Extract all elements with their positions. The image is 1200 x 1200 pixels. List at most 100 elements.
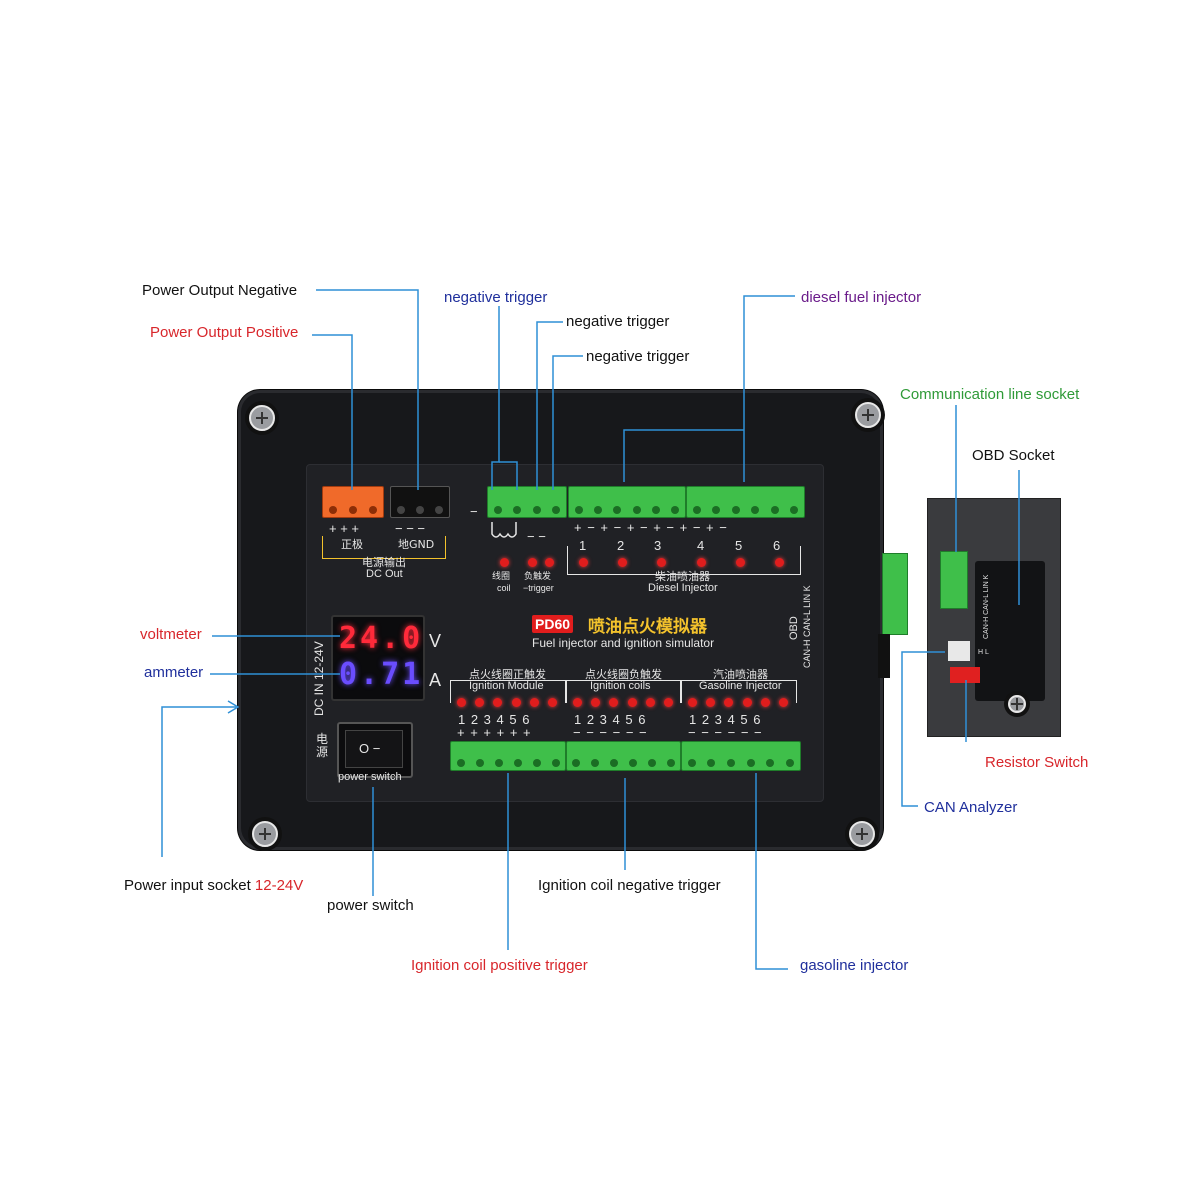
screw-icon: [249, 405, 275, 431]
gasoline-label: Gasoline Injector: [699, 680, 782, 692]
diesel-leds: [579, 558, 784, 567]
neg-trigger-label: −trigger: [523, 583, 554, 593]
diesel-number-4: 4: [697, 538, 705, 553]
title-cn: 喷油点火模拟器: [588, 617, 707, 637]
ignition-coils-terminal[interactable]: [566, 741, 681, 771]
trigger-minus-sign: −: [470, 504, 478, 519]
ignition-module-terminal[interactable]: [450, 741, 566, 771]
dc-out-cn-label: 电源输出: [362, 556, 406, 569]
leader-line: [901, 651, 945, 807]
power-switch[interactable]: O −: [337, 722, 413, 778]
resistor-switch[interactable]: [950, 667, 980, 683]
ignition-coils-polarity: − − − − − −: [573, 725, 647, 740]
screw-icon: [849, 821, 875, 847]
leader-line: [499, 461, 518, 490]
callout-gasoline-injector: gasoline injector: [800, 957, 909, 974]
leader-line: [161, 706, 236, 857]
gasoline-polarity: − − − − − −: [688, 725, 762, 740]
coil-cn-label: 线圈: [492, 572, 511, 582]
gasoline-numbers: 1 2 3 4 5 6: [689, 712, 761, 727]
arrow-right-icon: [227, 700, 240, 714]
screw-icon: [855, 402, 881, 428]
inset-resistor-marks: H L: [978, 649, 989, 656]
callout-negative-trigger-2: negative trigger: [566, 313, 670, 330]
current-readout: 0.71: [339, 657, 424, 692]
can-analyzer-connector[interactable]: [948, 641, 970, 661]
obd-socket[interactable]: [975, 561, 1045, 701]
callout-negative-trigger-1: negative trigger: [444, 289, 548, 306]
diesel-terminal-a[interactable]: [568, 486, 686, 518]
diesel-number-1: 1: [579, 538, 587, 553]
callout-power-switch: power switch: [327, 897, 414, 914]
callout-ammeter: ammeter: [144, 664, 204, 681]
leader-line: [536, 321, 563, 490]
title-en: Fuel injector and ignition simulator: [532, 636, 715, 650]
leader-line: [312, 334, 353, 490]
coil-symbol-icon: [491, 522, 517, 538]
callout-ignition-coil-positive-trigger: Ignition coil positive trigger: [411, 957, 588, 974]
ignition-module-numbers: 1 2 3 4 5 6: [458, 712, 530, 727]
gasoline-terminal[interactable]: [681, 741, 801, 771]
dc-out-positive-terminal[interactable]: [322, 486, 384, 518]
ignition-module-leds: [457, 698, 557, 707]
callout-communication-line-socket: Communication line socket: [900, 386, 1080, 403]
trigger-minus-signs: − −: [527, 529, 546, 544]
callout-diesel-fuel-injector: diesel fuel injector: [801, 289, 922, 306]
ignition-coils-bracket: [566, 680, 681, 703]
diesel-cn-label: 柴油喷油器: [655, 570, 710, 583]
ignition-coils-leds: [573, 698, 673, 707]
gasoline-bracket: [681, 680, 797, 703]
callout-power-input-socket: Power input socket 12-24V: [124, 878, 303, 893]
diesel-terminal-b[interactable]: [686, 486, 805, 518]
dc-out-negative-terminal[interactable]: [390, 486, 450, 518]
rocker-switch-icon[interactable]: O −: [345, 730, 403, 768]
diesel-number-2: 2: [617, 538, 625, 553]
diesel-bracket: [567, 546, 801, 575]
diesel-number-6: 6: [773, 538, 781, 553]
callout-negative-trigger-3: negative trigger: [586, 348, 690, 365]
neg-trigger-cn-label: 负触发: [524, 572, 552, 582]
dc-out-label: DC Out: [366, 568, 403, 580]
gasoline-leds: [688, 698, 788, 707]
power-cn-label: 电 源: [316, 732, 329, 760]
side-socket: [878, 634, 890, 678]
leader-line: [755, 773, 788, 970]
screw-icon: [252, 821, 278, 847]
callout-power-output-positive: Power Output Positive: [150, 324, 299, 341]
callout-can-analyzer: CAN Analyzer: [924, 799, 1018, 816]
callout-resistor-switch: Resistor Switch: [985, 754, 1089, 771]
voltage-readout: 24.0: [339, 621, 424, 656]
callout-voltmeter: voltmeter: [140, 626, 202, 643]
model-badge: PD60: [532, 615, 574, 633]
callout-power-output-negative: Power Output Negative: [142, 282, 298, 299]
ignition-coils-label: Ignition coils: [590, 680, 651, 692]
neg-trigger-led: [528, 558, 537, 567]
diesel-number-3: 3: [654, 538, 662, 553]
ignition-module-label: Ignition Module: [469, 680, 544, 692]
current-unit: A: [429, 670, 442, 690]
coil-label: coil: [497, 583, 511, 593]
ignition-coils-numbers: 1 2 3 4 5 6: [574, 712, 646, 727]
inset-communication-socket[interactable]: [940, 551, 968, 609]
power-switch-label: power switch: [338, 771, 402, 783]
leader-line: [316, 289, 419, 490]
gnd-label: 地GND: [398, 538, 435, 551]
positive-signs: + + +: [329, 521, 359, 536]
callout-power-input-range: 12-24V: [254, 877, 304, 894]
neg-trigger-led: [545, 558, 554, 567]
leader-line: [552, 355, 583, 490]
callout-power-input-text: Power input socket: [124, 877, 255, 894]
obd-inset-photo: CAN-H CAN-L LIN K H L: [927, 498, 1061, 737]
diesel-number-5: 5: [735, 538, 743, 553]
trigger-terminal[interactable]: [487, 486, 567, 518]
ignition-module-cn: 点火线圈正触发: [469, 668, 546, 681]
ignition-module-bracket: [450, 680, 566, 703]
leader-line: [491, 306, 500, 490]
switch-symbols: O −: [359, 741, 381, 756]
volt-amp-meter: 24.0 0.71: [331, 615, 425, 701]
positive-cn-label: 正极: [341, 538, 363, 551]
callout-ignition-coil-negative-trigger: Ignition coil negative trigger: [538, 877, 721, 894]
ignition-coils-cn: 点火线圈负触发: [585, 668, 662, 681]
communication-plug[interactable]: [882, 553, 908, 635]
screw-icon: [1008, 695, 1026, 713]
